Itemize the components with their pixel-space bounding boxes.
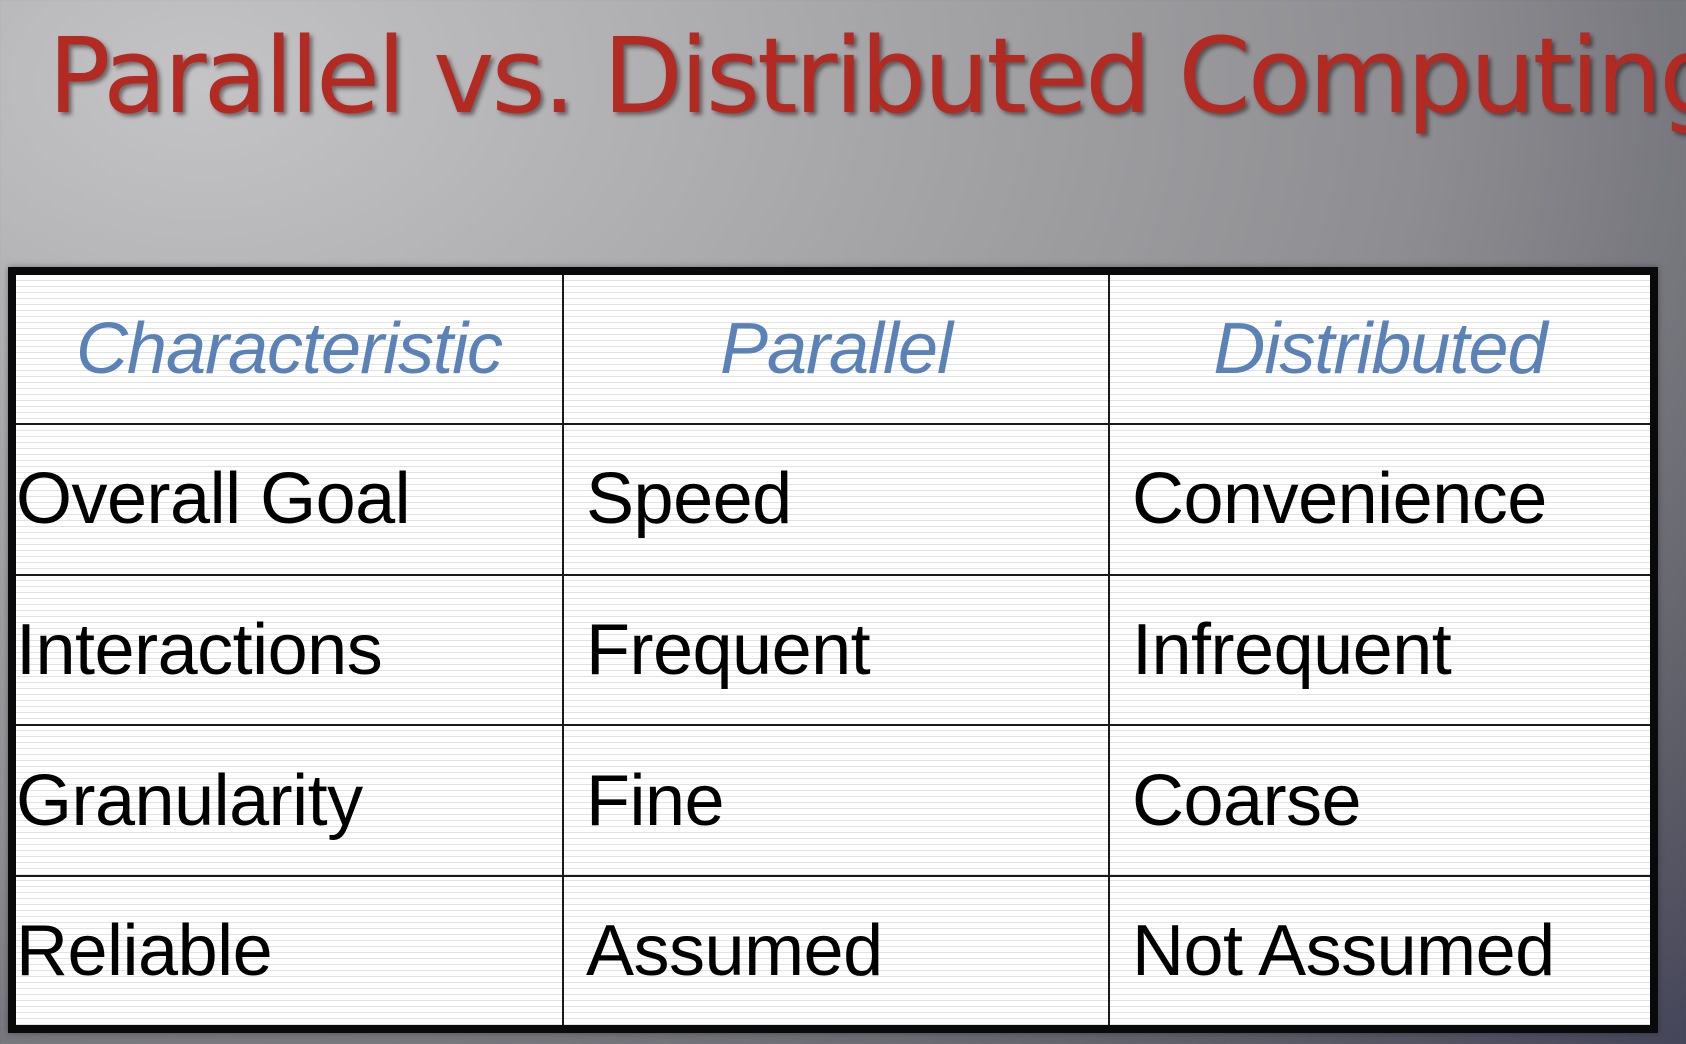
comparison-table: Characteristic Parallel Distributed Over… <box>16 275 1650 1025</box>
cell-characteristic: Granularity <box>16 724 564 878</box>
cell-distributed: Infrequent <box>1108 573 1650 727</box>
cell-parallel: Frequent <box>562 573 1110 727</box>
table-row: Interactions Frequent Infrequent <box>16 573 1650 727</box>
cell-characteristic: Interactions <box>16 573 564 727</box>
cell-characteristic: Reliable <box>16 875 564 1025</box>
table-row: Granularity Fine Coarse <box>16 724 1650 878</box>
cell-characteristic: Overall Goal <box>16 422 564 576</box>
cell-parallel: Fine <box>562 724 1110 878</box>
header-characteristic: Characteristic <box>16 275 564 425</box>
slide-title: Parallel vs. Distributed Computing <box>48 15 1686 137</box>
comparison-table-frame: Characteristic Parallel Distributed Over… <box>8 267 1658 1033</box>
table-header-row: Characteristic Parallel Distributed <box>16 275 1650 425</box>
header-parallel: Parallel <box>562 275 1110 425</box>
cell-parallel: Assumed <box>562 875 1110 1025</box>
cell-distributed: Not Assumed <box>1108 875 1650 1025</box>
header-distributed: Distributed <box>1108 275 1650 425</box>
cell-distributed: Convenience <box>1108 422 1650 576</box>
cell-distributed: Coarse <box>1108 724 1650 878</box>
cell-parallel: Speed <box>562 422 1110 576</box>
table-row: Reliable Assumed Not Assumed <box>16 875 1650 1025</box>
table-row: Overall Goal Speed Convenience <box>16 422 1650 576</box>
